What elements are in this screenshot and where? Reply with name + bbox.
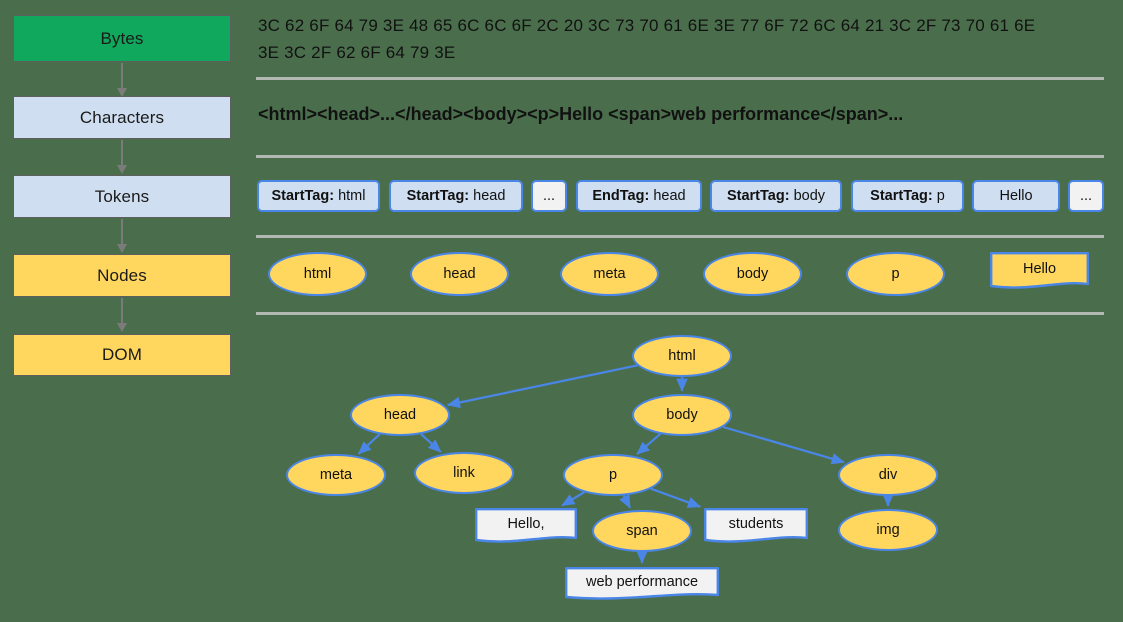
tree-node-label: head xyxy=(383,407,417,423)
tree-edge xyxy=(420,433,442,453)
token-kind: StartTag: xyxy=(271,188,335,204)
pipeline-stage-dom[interactable]: DOM xyxy=(13,334,231,376)
tree-node-ellipse[interactable]: span xyxy=(592,510,692,552)
token-chip[interactable]: StartTag: html xyxy=(257,180,380,212)
tree-node-ellipse[interactable]: html xyxy=(632,335,732,377)
node-document[interactable]: Hello xyxy=(989,251,1090,293)
token-value: head xyxy=(653,188,686,204)
tree-edge xyxy=(722,425,845,465)
characters-markup-text: <html><head>...</head><body><p>Hello <sp… xyxy=(258,104,904,124)
node-ellipse[interactable]: body xyxy=(703,252,802,296)
node-label: Hello xyxy=(1022,261,1057,277)
tree-edge xyxy=(357,433,381,455)
token-value: head xyxy=(473,188,506,204)
node-ellipse[interactable]: html xyxy=(268,252,367,296)
tree-node-ellipse[interactable]: meta xyxy=(286,454,386,496)
pipeline-stage-label: Tokens xyxy=(94,186,150,206)
tree-node-ellipse[interactable]: head xyxy=(350,394,450,436)
token-value: html xyxy=(338,188,366,204)
tree-node-label: body xyxy=(666,407,698,423)
pipeline-stage-label: Nodes xyxy=(97,265,147,285)
tree-node-label: students xyxy=(728,516,784,532)
tree-node-text[interactable]: students xyxy=(703,507,809,547)
node-ellipse[interactable]: meta xyxy=(560,252,659,296)
pipeline-arrow-characters-to-tokens xyxy=(121,140,123,166)
tree-node-ellipse[interactable]: img xyxy=(838,509,938,551)
tree-node-label: meta xyxy=(319,467,353,483)
token-chip[interactable]: ... xyxy=(1068,180,1104,212)
pipeline-stage-label: DOM xyxy=(102,345,142,364)
tree-edge xyxy=(636,433,662,455)
pipeline-stage-characters[interactable]: Characters xyxy=(13,96,231,139)
tree-node-text[interactable]: Hello, xyxy=(474,507,578,547)
token-value: body xyxy=(793,188,826,204)
bytes-hex-text: 3C 62 6F 64 79 3E 48 65 6C 6C 6F 2C 20 3… xyxy=(258,16,1036,62)
tree-node-label: img xyxy=(876,522,900,538)
token-kind: StartTag: xyxy=(726,188,790,204)
tree-node-label: span xyxy=(626,523,658,539)
pipeline-arrow-nodes-to-dom xyxy=(121,298,123,324)
tree-node-text[interactable]: web performance xyxy=(564,566,720,604)
separator-nodes-dom xyxy=(256,312,1104,315)
token-value: p xyxy=(936,188,945,204)
token-value: ... xyxy=(542,188,556,204)
tree-node-label: link xyxy=(453,465,475,481)
node-label: body xyxy=(736,266,769,282)
tree-edge xyxy=(446,364,638,409)
token-chip[interactable]: Hello xyxy=(972,180,1060,212)
token-kind: StartTag: xyxy=(870,188,933,204)
tree-node-label: Hello, xyxy=(507,516,545,532)
node-ellipse[interactable]: head xyxy=(410,252,509,296)
pipeline-stage-nodes[interactable]: Nodes xyxy=(13,254,231,297)
token-chip[interactable]: ... xyxy=(531,180,567,212)
pipeline-stage-tokens[interactable]: Tokens xyxy=(13,175,231,218)
node-label: html xyxy=(303,266,332,282)
node-label: head xyxy=(443,266,476,282)
token-chip[interactable]: EndTag: head xyxy=(576,180,702,212)
token-value: ... xyxy=(1079,188,1093,204)
tree-node-ellipse[interactable]: link xyxy=(414,452,514,494)
token-kind: StartTag: xyxy=(406,188,470,204)
token-chip[interactable]: StartTag: body xyxy=(710,180,842,212)
pipeline-stage-label: Bytes xyxy=(100,28,144,48)
token-chip[interactable]: StartTag: head xyxy=(389,180,523,212)
tree-edge xyxy=(619,494,631,509)
node-label: meta xyxy=(593,266,626,282)
pipeline-arrow-bytes-to-characters xyxy=(121,63,123,89)
separator-bytes-characters xyxy=(256,77,1104,80)
pipeline-arrow-tokens-to-nodes xyxy=(121,219,123,245)
tree-node-label: html xyxy=(668,348,696,364)
tree-node-ellipse[interactable]: p xyxy=(563,454,663,496)
separator-tokens-nodes xyxy=(256,235,1104,238)
tree-node-label: div xyxy=(878,467,898,483)
node-ellipse[interactable]: p xyxy=(846,252,945,296)
token-kind: EndTag: xyxy=(592,188,650,204)
token-chip[interactable]: StartTag: p xyxy=(851,180,964,212)
tree-node-ellipse[interactable]: body xyxy=(632,394,732,436)
tree-edge xyxy=(650,487,702,508)
tree-edge xyxy=(561,491,585,507)
separator-characters-tokens xyxy=(256,155,1104,158)
pipeline-stage-bytes[interactable]: Bytes xyxy=(13,15,231,62)
pipeline-stage-label: Characters xyxy=(79,107,165,127)
tree-node-ellipse[interactable]: div xyxy=(838,454,938,496)
tree-node-label: p xyxy=(608,467,618,483)
tree-node-label: web performance xyxy=(585,574,699,590)
token-value: Hello xyxy=(999,188,1033,204)
node-label: p xyxy=(891,266,900,282)
